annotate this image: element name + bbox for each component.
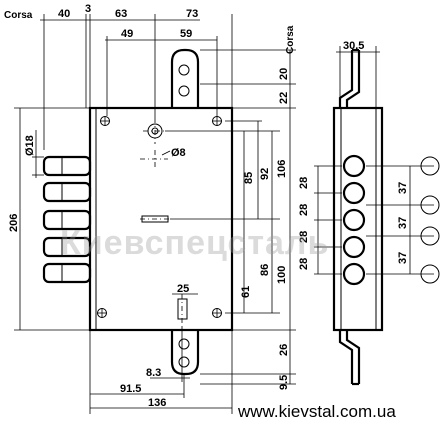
dim-92: 92	[259, 168, 271, 180]
dim-73: 73	[186, 8, 198, 20]
spindle-hole	[143, 118, 167, 144]
dim-30-5: 30.5	[343, 40, 364, 52]
dim-49: 49	[121, 28, 133, 40]
dimension-lines	[14, 14, 296, 414]
dim-61: 61	[240, 286, 252, 298]
dim-136: 136	[148, 397, 166, 409]
dim-bolt-spacing-37-c: 37	[397, 252, 409, 264]
top-mounting-tab	[170, 48, 200, 108]
dim-100: 100	[276, 266, 288, 284]
dim-106: 106	[276, 160, 288, 178]
dim-91-5: 91.5	[120, 383, 141, 395]
dim-8-3: 8.3	[146, 367, 161, 379]
website-url: www.kievstal.com.ua	[237, 402, 396, 421]
dim-bolt-spacing-28-d: 28	[298, 258, 310, 270]
side-plate	[332, 106, 384, 332]
dim-59: 59	[180, 28, 192, 40]
dim-diameter-8: Ø8	[171, 147, 186, 159]
dim-bolt-spacing-28-a: 28	[298, 177, 310, 189]
brand-label-left: Corsa	[4, 10, 33, 21]
cylinder-slot	[140, 215, 170, 223]
watermark: Киевспецсталь	[60, 224, 329, 262]
side-dimension-lines	[314, 46, 434, 275]
dim-25: 25	[177, 283, 189, 295]
dim-bolt-spacing-37-b: 37	[397, 217, 409, 229]
dim-26: 26	[278, 344, 290, 356]
dim-85: 85	[243, 172, 255, 184]
dim-63: 63	[115, 8, 127, 20]
dim-20: 20	[278, 68, 290, 80]
dim-40: 40	[58, 8, 70, 20]
locking-bolts	[42, 155, 92, 284]
lock-side-view	[332, 48, 384, 386]
dim-diameter-18: Ø18	[24, 135, 36, 156]
dim-3: 3	[85, 3, 91, 15]
bottom-mounting-tab	[170, 330, 200, 376]
dim-86: 86	[259, 264, 271, 276]
dim-bolt-spacing-28-b: 28	[298, 204, 310, 216]
dim-22: 22	[278, 92, 290, 104]
screw-holes	[97, 116, 222, 318]
dim-9-5: 9.5	[278, 375, 290, 390]
side-bolt-ends	[342, 154, 366, 286]
dim-bolt-spacing-37-a: 37	[397, 182, 409, 194]
dim-bolt-spacing-28-c: 28	[298, 231, 310, 243]
lock-front-view	[42, 48, 234, 376]
brand-label-right: Corsa	[285, 25, 296, 54]
dim-206: 206	[8, 214, 20, 232]
bolt-spacing-circles	[420, 156, 440, 284]
